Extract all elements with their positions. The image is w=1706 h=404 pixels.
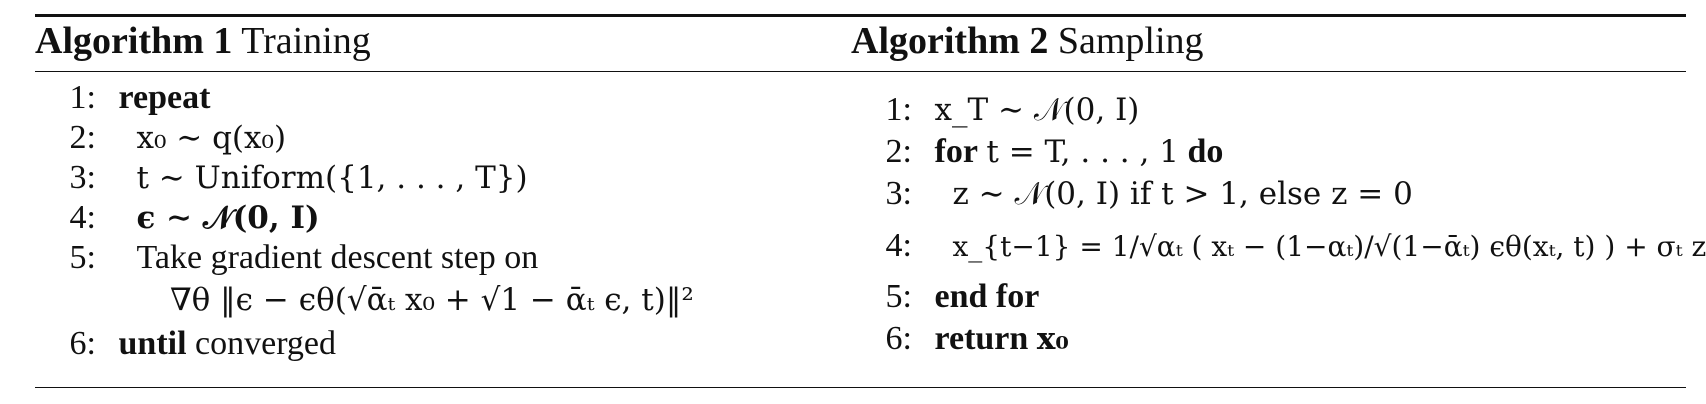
caption-rule (851, 71, 1686, 72)
line-number: 2: (885, 133, 912, 170)
keyword-do: do (1187, 133, 1224, 170)
line-text: Take gradient descent step on (136, 239, 539, 276)
keyword-repeat: repeat (118, 79, 211, 116)
line-text: x_{t−1} = 1/√αₜ ( xₜ − (1−αₜ)/√(1−ᾱₜ) ϵθ… (952, 230, 1706, 263)
line-text: x₀ ∼ q(x₀) (136, 120, 287, 156)
line-number: 3: (885, 175, 912, 212)
line-number: 4: (885, 227, 912, 264)
algorithm-1-training: Algorithm 1 Training 1: repeat 2: x₀ ∼ q… (35, 14, 870, 388)
line-number: 1: (69, 79, 96, 116)
algorithm-line: 6: return x₀ (865, 319, 1069, 359)
line-number: 3: (69, 159, 96, 196)
line-text: t ∼ Uniform({1, . . . , T}) (136, 160, 528, 196)
bottom-rule (851, 387, 1686, 388)
line-text: t = T, . . . , 1 (986, 134, 1179, 170)
algorithm-caption: Algorithm 2 Sampling (851, 19, 1204, 63)
line-text: x_T ∼ 𝒩(0, I) (934, 92, 1140, 128)
caption-rule (35, 71, 870, 72)
algorithm-line: 2: x₀ ∼ q(x₀) (49, 118, 287, 158)
line-text: z ∼ 𝒩(0, I) if t > 1, else z = 0 (952, 176, 1413, 212)
gradient-formula: ∇θ ‖ϵ − ϵθ(√ᾱₜ x₀ + √1 − ᾱₜ ϵ, t)‖² (170, 282, 694, 318)
algorithm-line: 6: until converged (49, 324, 336, 364)
keyword-end-for: end for (934, 278, 1040, 315)
algorithm-label: Algorithm 2 (851, 20, 1049, 62)
algorithm-line: 1: x_T ∼ 𝒩(0, I) (865, 90, 1140, 130)
line-number: 4: (69, 199, 96, 236)
algorithm-line: 5: end for (865, 277, 1040, 317)
top-rule (35, 14, 870, 17)
algorithm-line: 2: for t = T, . . . , 1 do (865, 132, 1224, 172)
algorithm-line: 1: repeat (49, 78, 211, 118)
line-number: 5: (69, 239, 96, 276)
algorithm-caption: Algorithm 1 Training (35, 19, 371, 63)
bottom-rule (35, 387, 870, 388)
line-number: 1: (885, 91, 912, 128)
line-number: 2: (69, 119, 96, 156)
algorithm-line: 4: ϵ ∼ 𝒩(0, I) (49, 198, 320, 238)
algorithm-title: Sampling (1057, 20, 1204, 62)
algorithm-line: 3: t ∼ Uniform({1, . . . , T}) (49, 158, 528, 198)
algorithm-2-sampling: Algorithm 2 Sampling 1: x_T ∼ 𝒩(0, I) 2:… (851, 14, 1706, 388)
keyword-for: for (934, 133, 978, 170)
keyword-return: return (934, 320, 1029, 357)
line-text: x₀ (1036, 321, 1069, 357)
algorithm-line: 4: x_{t−1} = 1/√αₜ ( xₜ − (1−αₜ)/√(1−ᾱₜ)… (865, 226, 1706, 266)
algorithm-line: 5: Take gradient descent step on (49, 238, 539, 278)
algorithm-label: Algorithm 1 (35, 20, 233, 62)
algorithm-title: Training (241, 20, 371, 62)
line-text: converged (195, 325, 337, 362)
keyword-until: until (118, 325, 187, 362)
algorithm-line: 3: z ∼ 𝒩(0, I) if t > 1, else z = 0 (865, 174, 1413, 214)
line-number: 6: (69, 325, 96, 362)
line-number: 6: (885, 320, 912, 357)
line-number: 5: (885, 278, 912, 315)
algorithm-line-gradient: ∇θ ‖ϵ − ϵθ(√ᾱₜ x₀ + √1 − ᾱₜ ϵ, t)‖² (170, 280, 694, 320)
top-rule (851, 14, 1686, 17)
line-text: ϵ ∼ 𝒩(0, I) (136, 200, 320, 236)
